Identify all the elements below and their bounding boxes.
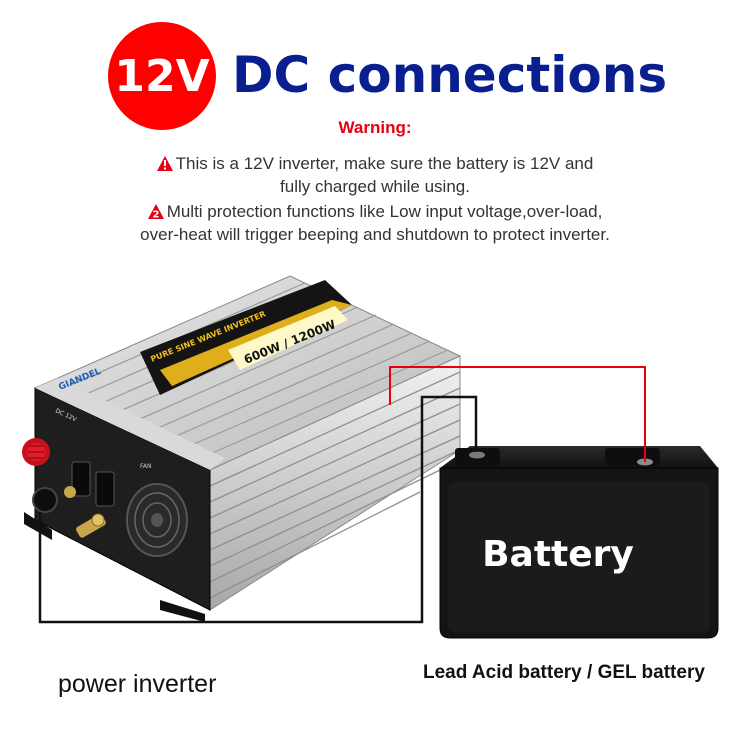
positive-wire [389, 366, 646, 462]
warning-item-2: 2 Multi protection functions like Low in… [0, 200, 750, 223]
negative-wire-upper [420, 395, 478, 612]
negative-wire-lower [38, 512, 424, 624]
warning-line-2a: Multi protection functions like Low inpu… [166, 202, 603, 221]
battery-illustration: Battery [439, 446, 719, 639]
heatsink-fins-side [209, 371, 461, 599]
battery-label: Battery [482, 534, 634, 575]
cooling-fan-icon [126, 483, 188, 557]
mounting-foot-left [24, 512, 52, 540]
rating-panel [228, 306, 348, 370]
warning-triangle-2-icon: 2 [147, 204, 164, 220]
dc-terminal-negative [64, 486, 76, 498]
warning-line-1b: fully charged while using. [280, 177, 470, 196]
power-inverter: 600W / 1200W PURE SINE WAVE INVERTER GIA… [22, 275, 462, 622]
warning-item-1: This is a 12V inverter, make sure the ba… [0, 152, 750, 175]
inverter-caption: power inverter [58, 670, 217, 698]
warning-line-1a: This is a 12V inverter, make sure the ba… [175, 154, 594, 173]
page-title: DC connections [232, 46, 668, 104]
dc-terminal-positive [76, 513, 106, 538]
voltage-badge-text: 12V [114, 50, 210, 102]
battery-terminal-negative [469, 451, 485, 459]
usb-port-1 [71, 461, 91, 497]
warning-heading: Warning: [338, 118, 412, 137]
mounting-foot-right [160, 600, 205, 622]
usb-port-2 [95, 471, 115, 507]
fan-label: FAN [140, 463, 152, 470]
battery-caption: Lead Acid battery / GEL battery [423, 662, 705, 683]
power-switch [22, 438, 50, 466]
svg-text:2: 2 [152, 210, 159, 220]
warning-triangle-icon [156, 156, 173, 171]
warning-line-2b: over-heat will trigger beeping and shutd… [140, 225, 610, 244]
voltage-badge: 12V [108, 22, 216, 130]
dc-socket [32, 487, 58, 513]
